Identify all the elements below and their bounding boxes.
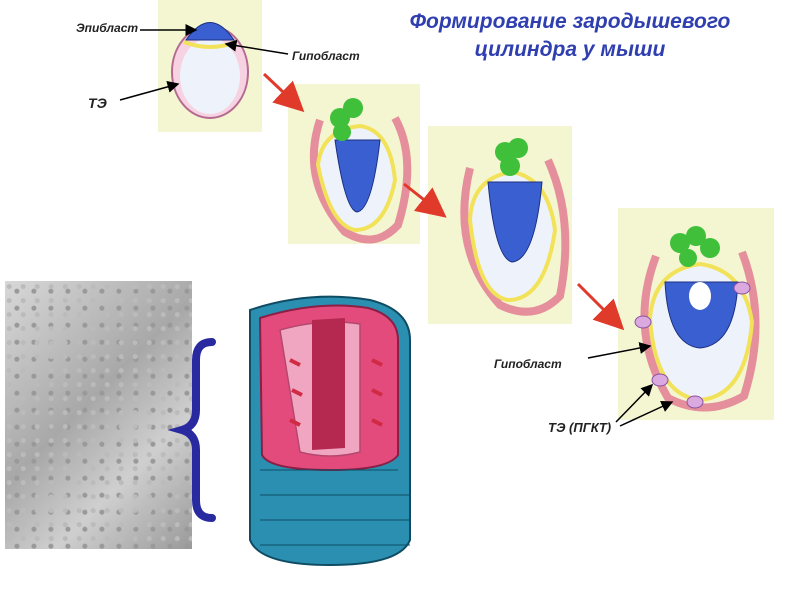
page-title: Формирование зародышевого цилиндра у мыш… <box>355 8 785 64</box>
label-te: ТЭ <box>88 95 107 111</box>
te-pgkt-pointer-1 <box>615 383 654 423</box>
stage-1-embryo <box>171 22 249 119</box>
stage-3-embryo <box>460 138 570 316</box>
te-pgkt-pointer-2 <box>619 400 674 427</box>
hypoblast-top-pointer <box>224 39 289 55</box>
title-line-2: цилиндра у мыши <box>474 38 666 61</box>
te-pointer <box>119 81 180 101</box>
title-line-1: Формирование зародышевого <box>409 10 731 33</box>
cylinder-diagram <box>249 295 411 567</box>
progress-arrow-3 <box>576 282 625 331</box>
histology-micrograph <box>5 281 192 549</box>
label-epiblast: Эпибласт <box>76 21 139 35</box>
stage-4-embryo <box>634 226 760 412</box>
label-hypoblast-right: Гипобласт <box>494 357 562 371</box>
hypoblast-right-pointer <box>587 342 652 359</box>
brace <box>167 338 216 522</box>
progress-arrow-1 <box>262 72 305 113</box>
label-hypoblast-top: Гипобласт <box>292 49 360 63</box>
label-te-pgkt: ТЭ (ПГКТ) <box>548 420 612 435</box>
stage-2-embryo <box>309 98 412 244</box>
progress-arrow-2 <box>403 182 447 218</box>
